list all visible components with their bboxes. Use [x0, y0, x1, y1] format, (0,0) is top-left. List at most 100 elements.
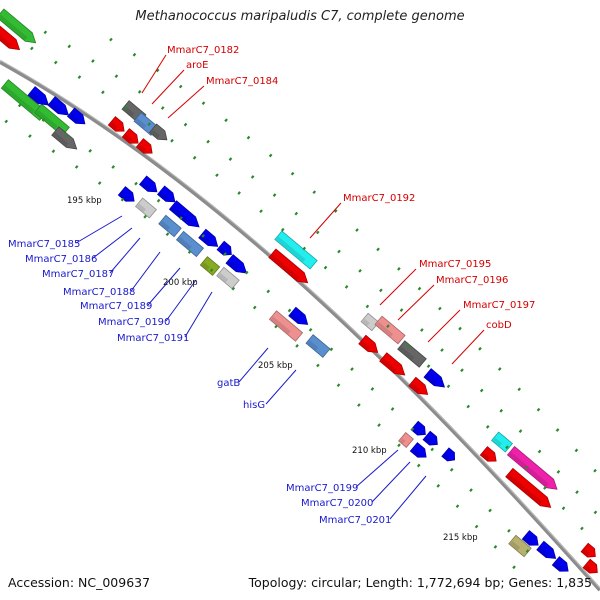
gene-feature[interactable] — [47, 96, 72, 120]
gene-label-mmarc7-0182[interactable]: MmarC7_0182 — [167, 45, 239, 56]
tick-dot — [28, 134, 32, 138]
gene-feature[interactable] — [107, 116, 127, 136]
gene-feature[interactable] — [305, 334, 331, 358]
gene-feature[interactable] — [168, 200, 202, 231]
tick-dot — [397, 443, 401, 448]
gene-feature[interactable] — [423, 368, 448, 392]
gene-feature[interactable] — [27, 86, 52, 110]
gene-feature[interactable] — [198, 228, 221, 250]
gene-feature[interactable] — [268, 310, 304, 342]
gene-feature[interactable] — [199, 256, 221, 276]
gene-label-aroe[interactable]: aroE — [186, 60, 208, 71]
gene-label-mmarc7-0200[interactable]: MmarC7_0200 — [301, 498, 373, 509]
tick-dot — [43, 30, 48, 35]
gene-feature[interactable] — [175, 230, 205, 258]
tick-dot — [507, 528, 511, 533]
gene-feature[interactable] — [139, 175, 161, 196]
gene-label-mmarc7-0187[interactable]: MmarC7_0187 — [42, 269, 114, 280]
gene-feature[interactable] — [408, 376, 431, 398]
tick-dot — [406, 344, 411, 348]
tick-dot — [580, 526, 584, 531]
gene-feature[interactable] — [149, 123, 171, 144]
gene-feature[interactable] — [398, 432, 414, 448]
tick-dot — [132, 52, 137, 57]
gene-feature[interactable] — [358, 334, 381, 356]
gene-feature[interactable] — [422, 430, 441, 448]
gene-feature[interactable] — [508, 534, 532, 558]
gene-feature[interactable] — [274, 230, 318, 270]
gene-label-mmarc7-0184[interactable]: MmarC7_0184 — [206, 76, 278, 87]
gene-feature[interactable] — [135, 197, 157, 219]
tick-dot — [97, 181, 102, 185]
gene-label-mmarc7-0197[interactable]: MmarC7_0197 — [463, 300, 535, 311]
gene-feature[interactable] — [121, 128, 141, 148]
tick-dot — [41, 118, 46, 122]
tick-dot — [223, 252, 227, 256]
gene-label-mmarc7-0190[interactable]: MmarC7_0190 — [98, 317, 170, 328]
tick-dot — [4, 119, 9, 124]
tick-dot — [187, 250, 192, 254]
tick-dot — [215, 173, 219, 178]
gene-feature[interactable] — [0, 8, 39, 47]
gene-feature[interactable] — [135, 138, 155, 158]
tick-dot — [67, 44, 72, 49]
gene-label-mmarc7-0195[interactable]: MmarC7_0195 — [419, 259, 491, 270]
tick-dot — [466, 404, 471, 409]
gene-feature[interactable] — [51, 126, 81, 153]
tick-dot — [160, 106, 165, 110]
tick-dot — [438, 306, 442, 311]
gene-feature[interactable] — [268, 248, 311, 287]
tick-dot — [147, 122, 152, 126]
gene-label-mmarc7-0186[interactable]: MmarC7_0186 — [25, 254, 97, 265]
tick-dot — [165, 232, 170, 237]
gene-feature[interactable] — [225, 254, 250, 278]
gene-feature[interactable] — [216, 240, 235, 258]
gene-feature[interactable] — [551, 556, 571, 576]
gene-feature[interactable] — [491, 431, 513, 453]
gene-feature[interactable] — [117, 186, 137, 206]
gene-label-mmarc7-0191[interactable]: MmarC7_0191 — [117, 333, 189, 344]
tick-dot — [329, 347, 334, 352]
gene-feature[interactable] — [506, 445, 560, 494]
gene-label-mmarc7-0188[interactable]: MmarC7_0188 — [63, 287, 135, 298]
gene-feature[interactable] — [397, 340, 427, 368]
tick-dot — [493, 545, 498, 549]
gene-feature[interactable] — [479, 446, 499, 466]
callout-line — [167, 85, 205, 119]
tick-dot — [124, 106, 128, 110]
gene-feature[interactable] — [379, 352, 409, 379]
gene-label-mmarc7-0192[interactable]: MmarC7_0192 — [343, 193, 415, 204]
gene-feature[interactable] — [536, 540, 559, 562]
gene-feature[interactable] — [441, 447, 458, 464]
genome-backbone-highlight — [0, 59, 600, 589]
gene-label-mmarc7-0189[interactable]: MmarC7_0189 — [80, 301, 152, 312]
gene-label-mmarc7-0196[interactable]: MmarC7_0196 — [436, 275, 508, 286]
gene-label-cobd[interactable]: cobD — [486, 320, 512, 331]
gene-feature[interactable] — [0, 79, 48, 121]
gene-feature[interactable] — [521, 530, 541, 550]
gene-label-hisg[interactable]: hisG — [243, 400, 265, 411]
tick-dot — [455, 504, 460, 509]
tick-dot — [137, 89, 142, 94]
gene-feature[interactable] — [0, 25, 23, 54]
gene-feature[interactable] — [582, 558, 600, 576]
map-title: Methanococcus maripaludis C7, complete g… — [135, 9, 465, 24]
gene-feature[interactable] — [505, 467, 554, 511]
tick-dot — [323, 265, 328, 270]
gene-label-mmarc7-0199[interactable]: MmarC7_0199 — [286, 483, 358, 494]
gene-feature[interactable] — [288, 306, 311, 328]
tick-dot — [337, 249, 341, 254]
gene-feature[interactable] — [157, 185, 179, 206]
tick-dot — [355, 228, 359, 232]
gene-label-mmarc7-0185[interactable]: MmarC7_0185 — [8, 239, 80, 250]
gene-feature[interactable] — [67, 107, 89, 128]
callout-line — [427, 309, 461, 343]
gene-label-gatb[interactable]: gatB — [217, 378, 240, 389]
gene-label-mmarc7-0201[interactable]: MmarC7_0201 — [319, 515, 391, 526]
gene-feature[interactable] — [374, 315, 406, 345]
gene-feature[interactable] — [360, 312, 380, 332]
gene-feature[interactable] — [409, 442, 429, 462]
gene-feature[interactable] — [580, 542, 599, 560]
gene-feature[interactable] — [158, 214, 182, 238]
callout-line — [141, 54, 167, 94]
